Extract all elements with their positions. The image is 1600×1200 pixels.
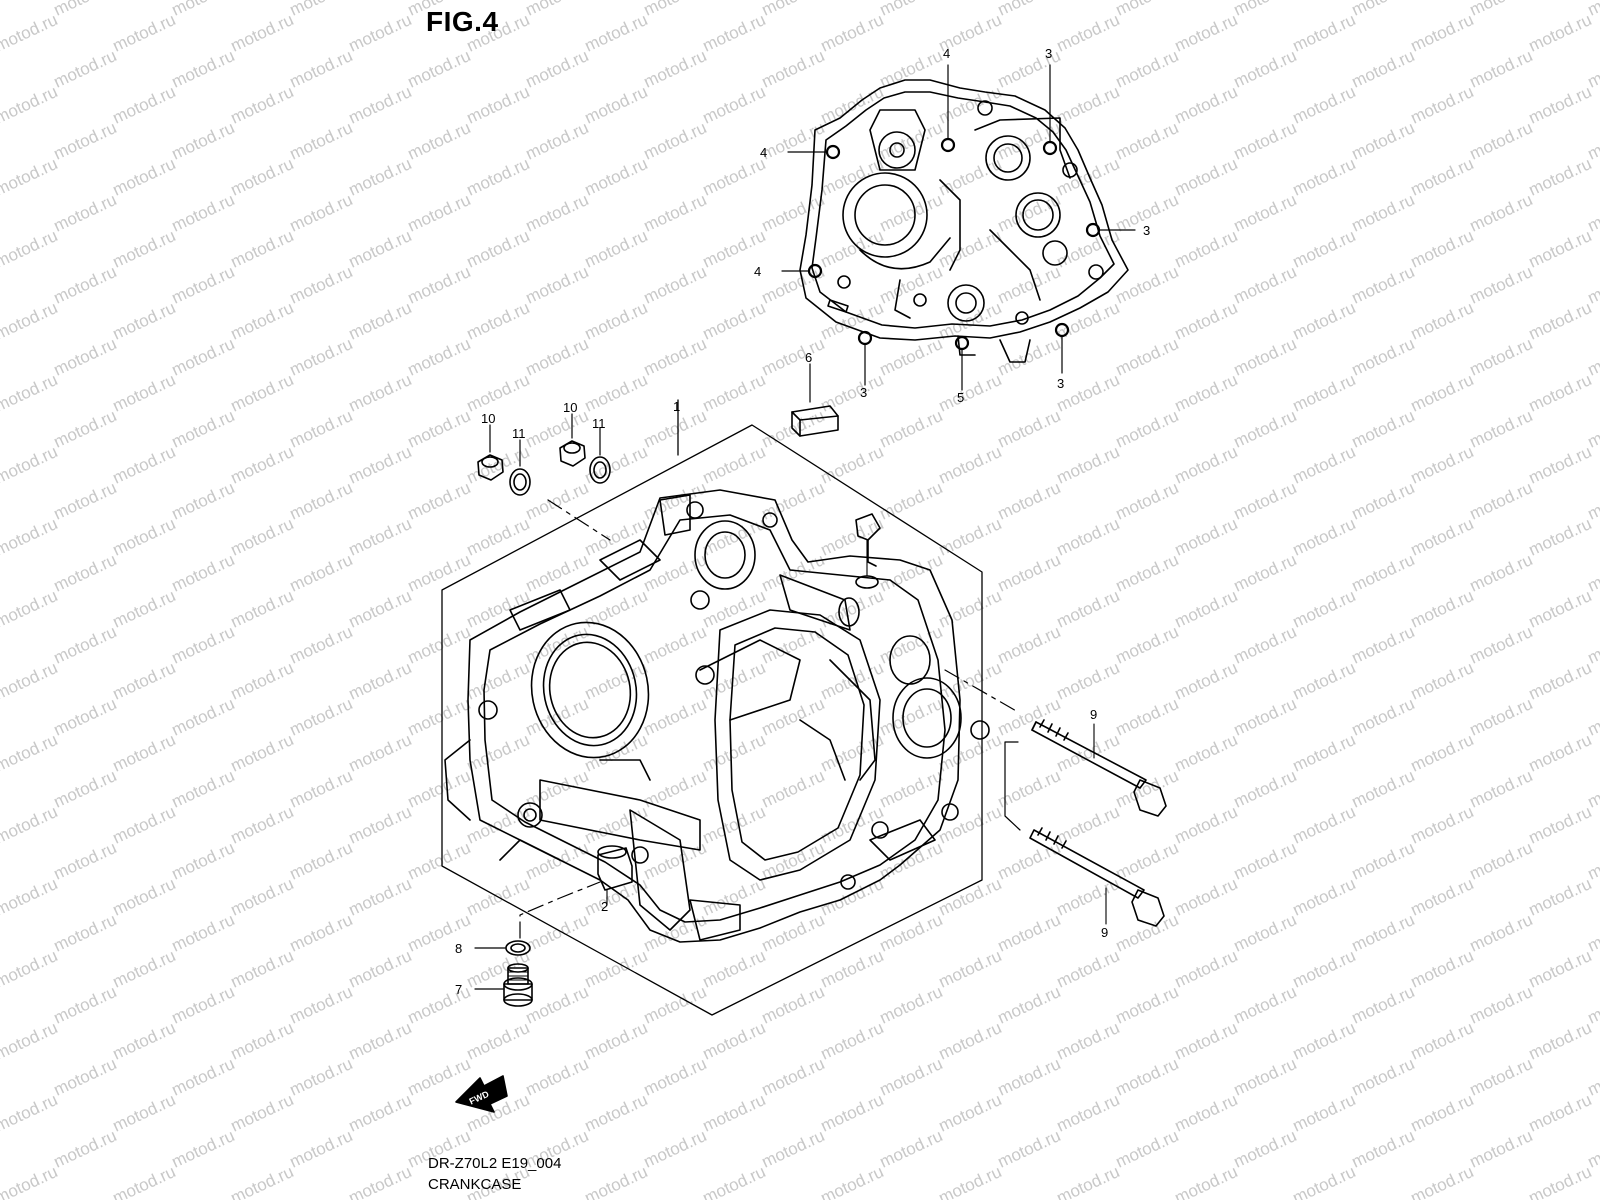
callout-9: 9: [1090, 707, 1097, 722]
callout-3: 3: [860, 385, 867, 400]
part-8-gasket-washer: [505, 940, 531, 956]
callout-10: 10: [563, 400, 577, 415]
callout-2: 2: [601, 899, 608, 914]
callout-4: 4: [754, 264, 761, 279]
part-1-boundary: [441, 399, 983, 1016]
callout-10: 10: [481, 411, 495, 426]
callout-3: 3: [1045, 46, 1052, 61]
callout-9: 9: [1101, 925, 1108, 940]
callout-5: 5: [957, 390, 964, 405]
callout-11: 11: [512, 426, 526, 441]
crankcase-right-half: [799, 79, 1129, 363]
leader-lines-nuts: [489, 413, 611, 541]
callout-7: 7: [455, 982, 462, 997]
part-2-dowel: [597, 845, 633, 906]
diagram-name: CRANKCASE: [428, 1176, 522, 1193]
leader-lines-plug: [474, 881, 601, 990]
callout-4: 4: [760, 145, 767, 160]
part-9-bolt-upper: [1031, 719, 1167, 817]
figure-title: FIG.4: [426, 6, 499, 37]
part-11-washer-right: [589, 456, 611, 484]
callout-3: 3: [1057, 376, 1064, 391]
crankcase-left-half: [444, 489, 990, 943]
part-10-nut-left: [477, 454, 504, 481]
part-10-nut-right: [559, 440, 586, 467]
part-9-bolt-lower: [1029, 827, 1165, 927]
callout-1: 1: [673, 399, 680, 414]
leader-lines-upper: [781, 64, 1136, 391]
part-6-dowel-pin: [791, 363, 839, 437]
leader-lines-bolts: [944, 669, 1021, 831]
callout-4: 4: [943, 46, 950, 61]
part-11-washer-left: [509, 468, 531, 496]
callout-labels: 4 3 4 3 4 3 5 3 6 1 10 11 10 11 9 9 2 8 …: [455, 46, 1150, 997]
callout-8: 8: [455, 941, 462, 956]
part-7-drain-plug: [503, 963, 533, 1007]
callout-6: 6: [805, 350, 812, 365]
callout-11: 11: [592, 416, 606, 431]
diagram-code: DR-Z70L2 E19_004: [428, 1155, 562, 1172]
fwd-arrow-icon: FWD: [455, 1075, 508, 1113]
callout-3: 3: [1143, 223, 1150, 238]
breather-fitting: [855, 513, 881, 589]
